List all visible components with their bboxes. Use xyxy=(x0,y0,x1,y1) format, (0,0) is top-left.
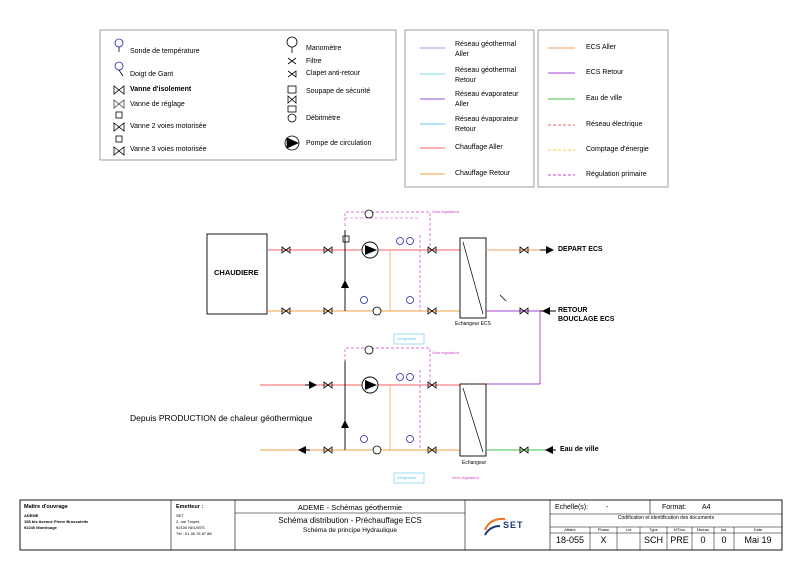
legend-label: Soupape de sécurité xyxy=(306,88,371,95)
header-affaire: Affaire xyxy=(564,527,576,532)
source-label: Depuis PRODUCTION de chaleur géothermiqu… xyxy=(130,413,313,423)
legend-label: Vanne d'isolement xyxy=(130,86,192,93)
hx1-label: Echangeur ECS xyxy=(455,321,491,327)
check-valve-icon xyxy=(287,70,297,78)
outlet-depart-ecs: DEPART ECS xyxy=(558,246,603,253)
legend-network-label: Réseau électrique xyxy=(586,121,643,128)
value-affaire: 18-055 xyxy=(555,535,585,545)
reg-tag: Vers régulateur xyxy=(452,475,480,480)
project-title: ADEME - Schémas géothermie xyxy=(297,503,403,512)
legend-symbols-box xyxy=(99,29,397,161)
drawing-title: Schéma distribution - Préchauffage ECS xyxy=(278,516,422,525)
legend-label: Vanne de réglage xyxy=(130,101,185,108)
drawing-subtitle: Schéma de principe Hydraulique xyxy=(303,527,397,534)
filter-icon xyxy=(287,57,297,65)
reg-tag: Vers régulateur xyxy=(432,350,460,355)
header-ind: Ind. xyxy=(720,527,728,532)
pump-icon xyxy=(284,135,300,151)
issuer-title: Emetteur : xyxy=(176,504,204,510)
value-niveau: 0 xyxy=(700,535,706,545)
boiler-label: CHAUDIERE xyxy=(214,268,259,277)
safety-valve-icon xyxy=(287,85,297,94)
legend-network-label: Comptage d'énergie xyxy=(586,146,649,153)
owner-title: Maître d'ouvrage xyxy=(24,504,68,510)
legend-networks-box-2 xyxy=(537,29,669,188)
header-ndoc: N°Doc xyxy=(673,527,686,532)
regulator-label: Intégrateur xyxy=(397,336,417,341)
two-way-valve-icon xyxy=(113,122,125,132)
legend-network-label: Eau de ville xyxy=(586,95,623,102)
scale-value: - xyxy=(606,504,609,511)
reg-tag: Vers régulateur xyxy=(432,209,460,214)
legend-label: Clapet anti-retour xyxy=(306,70,361,77)
manometer-icon xyxy=(286,36,298,48)
legend-label: Vanne 3 voies motorisée xyxy=(130,146,207,153)
header-phase: Phase xyxy=(597,527,610,532)
format-label: Format: xyxy=(662,504,687,511)
value-date: Mai 19 xyxy=(744,535,772,545)
format-value: A4 xyxy=(702,504,711,511)
isolation-valve-icon xyxy=(113,85,125,95)
boiler-box xyxy=(206,233,268,315)
regulator-label: Intégrateur xyxy=(397,475,417,480)
legend-label: Pompe de circulation xyxy=(306,140,372,147)
scale-label: Echelle(s): xyxy=(555,504,589,511)
value-phase: X xyxy=(600,535,607,545)
value-ndoc: PRE xyxy=(670,535,689,545)
header-niveau: Niveau xyxy=(696,527,710,532)
temperature-probe-icon xyxy=(114,38,124,48)
three-way-valve-icon xyxy=(113,146,125,156)
header-date: Date xyxy=(753,527,763,532)
legend-network-label: ECS Retour xyxy=(586,69,624,76)
hx2-label: Echangeur xyxy=(462,460,487,466)
actuator-icon xyxy=(115,111,123,119)
legend-network-label: Chauffage Retour xyxy=(455,170,511,177)
set-logo-icon xyxy=(484,517,506,531)
outlet-eau-de-ville: Eau de ville xyxy=(560,446,599,453)
legend-label: Sonde de température xyxy=(130,48,200,55)
legend-label: Filtre xyxy=(306,58,322,65)
header-lot: Lot xyxy=(625,527,632,532)
title-block-frame xyxy=(19,499,783,551)
value-type: SCH xyxy=(643,535,663,545)
legend-label: Manomètre xyxy=(306,45,342,52)
legend-network-label: ECS Aller xyxy=(586,44,616,51)
balancing-valve-icon xyxy=(113,99,125,109)
codification-label: Codification et identification des docum… xyxy=(617,515,715,521)
legend-symbol-icons xyxy=(114,38,124,77)
legend-label: Vanne 2 voies motorisée xyxy=(130,123,207,130)
legend-networks-box-1 xyxy=(404,29,535,188)
value-ind: 0 xyxy=(721,535,727,545)
flowmeter-icon xyxy=(287,105,297,113)
header-type: Type xyxy=(649,527,658,532)
set-logo-text: SET xyxy=(503,520,524,530)
legend-network-label: Régulation primaire xyxy=(586,171,647,178)
legend-label: Débitmètre xyxy=(306,115,341,122)
legend-label: Doigt de Gant xyxy=(130,71,174,78)
legend-network-label: Chauffage Aller xyxy=(455,144,503,151)
thermowell-icon xyxy=(114,61,124,71)
